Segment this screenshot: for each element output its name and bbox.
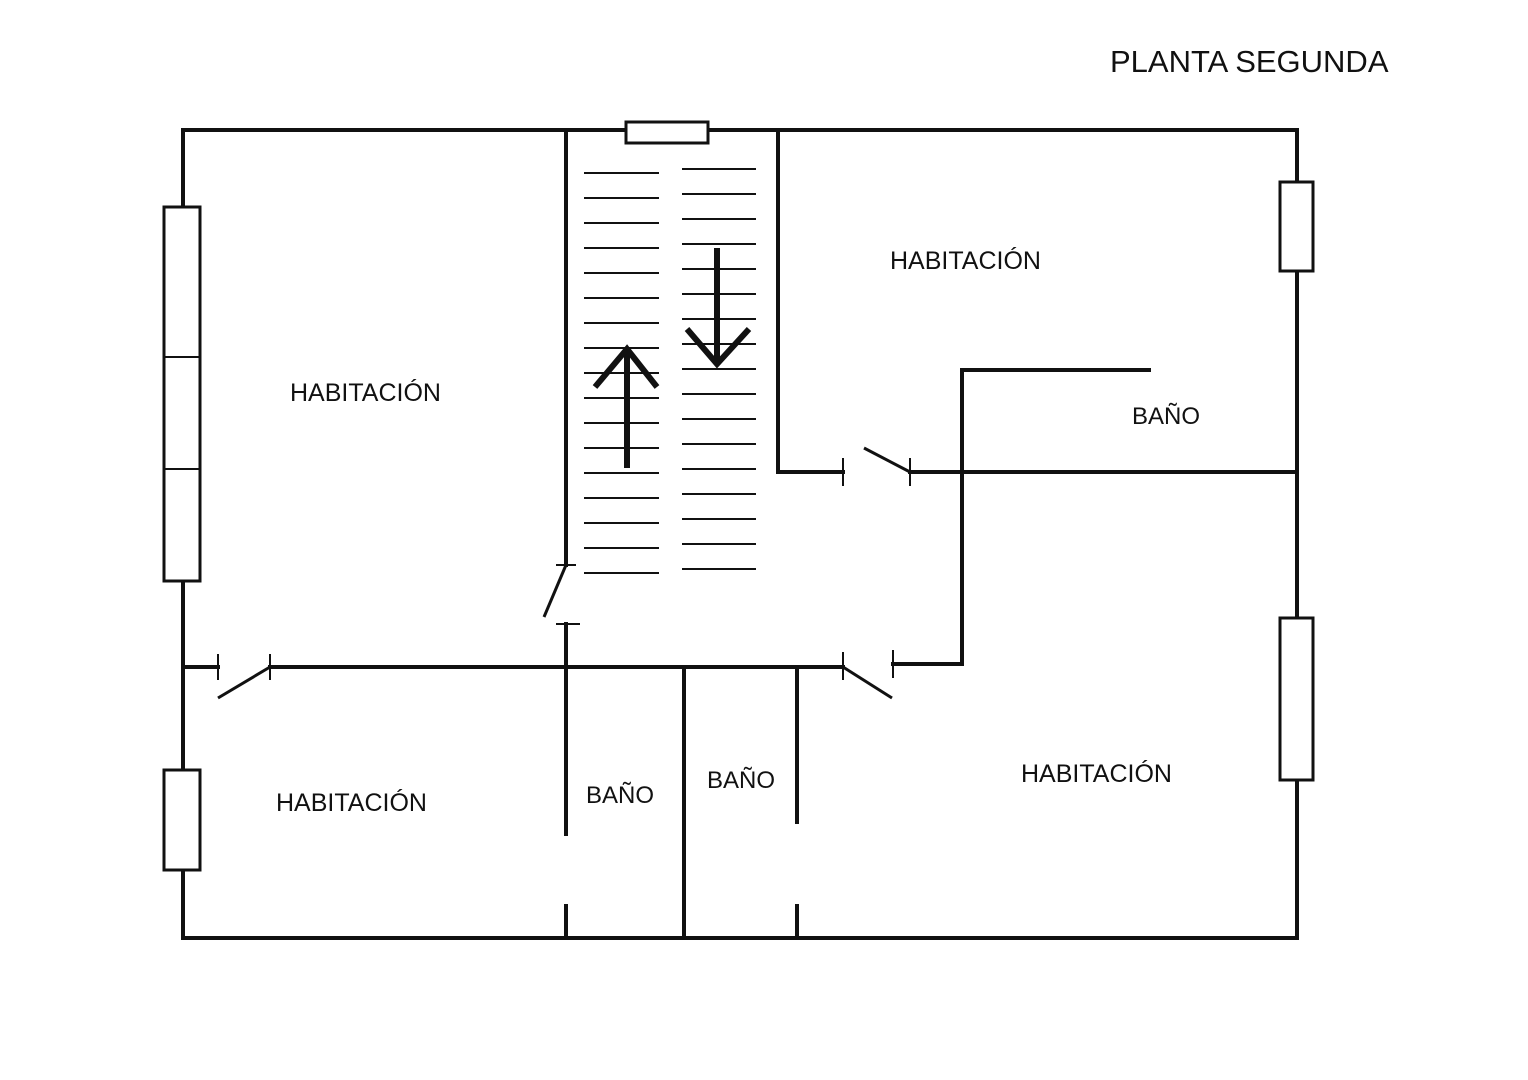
- window-left-small: [162, 768, 202, 872]
- window-left-large: [162, 205, 202, 583]
- room-label-bath-center-right: BAÑO: [707, 767, 775, 794]
- room-label-bath-right-upper: BAÑO: [1132, 403, 1200, 430]
- room-label-bedroom-right-lower: HABITACIÓN: [1021, 759, 1172, 788]
- door-stair-hall: [542, 564, 580, 625]
- window-right-lower: [1278, 616, 1315, 782]
- arrow-down-icon: [684, 248, 752, 369]
- stair-flight-up: [584, 172, 659, 574]
- door-right-bedroom: [842, 650, 894, 700]
- door-upper-bath: [842, 446, 911, 486]
- window-top: [624, 120, 710, 145]
- room-label-bedroom-right-upper: HABITACIÓN: [890, 246, 1041, 275]
- plan-title: PLANTA SEGUNDA: [1110, 44, 1389, 79]
- door-left-bedroom: [217, 654, 271, 700]
- arrow-up-icon: [592, 344, 660, 468]
- window-right-upper: [1278, 180, 1315, 273]
- room-label-bedroom-left-lower: HABITACIÓN: [276, 788, 427, 817]
- interior-walls: [181, 128, 1299, 940]
- stair-flight-down: [682, 168, 756, 570]
- room-label-bedroom-left-upper: HABITACIÓN: [290, 378, 441, 407]
- room-label-bath-center-left: BAÑO: [586, 782, 654, 809]
